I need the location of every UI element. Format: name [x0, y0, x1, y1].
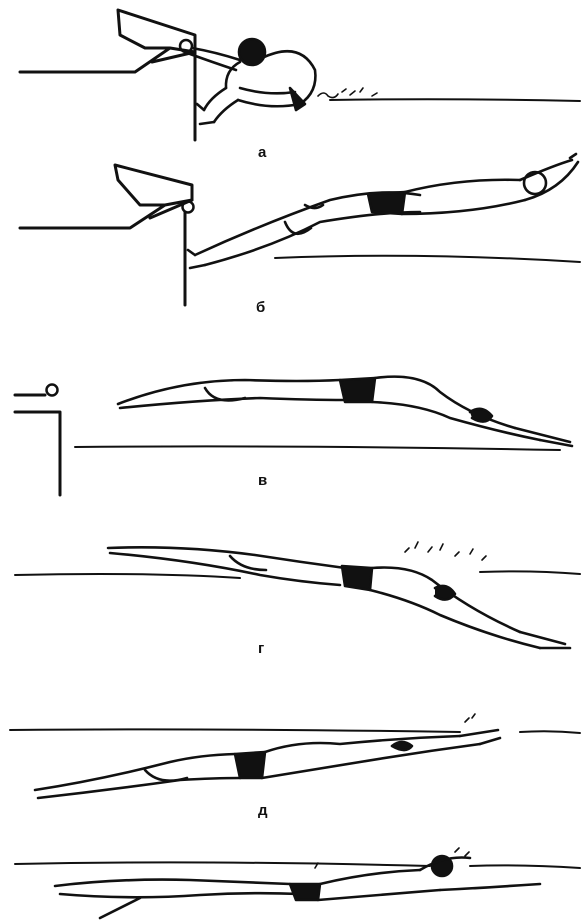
pool-wall-v [15, 395, 60, 495]
swimmer-glide-v [118, 377, 572, 446]
pool-wall-a [20, 10, 195, 140]
water-line-v [75, 446, 560, 450]
water-line-e [15, 862, 580, 868]
panel-d: д [10, 714, 580, 819]
panel-label-v: в [258, 472, 267, 489]
panel-label-g: г [258, 640, 264, 657]
swimmer-entry-g [108, 547, 570, 648]
grip-handle-v [47, 385, 58, 396]
water-line-a [330, 99, 580, 101]
swimmer-surfacing-e [55, 856, 540, 918]
swimmer-extended-b [188, 154, 578, 268]
panel-label-d: д [258, 802, 268, 819]
panel-a: а [20, 10, 580, 161]
panel-b: б [20, 154, 580, 316]
splash-g [405, 542, 486, 560]
swimmer-underwater-d [35, 730, 500, 798]
panel-label-a: а [258, 144, 267, 161]
splash-d [465, 714, 475, 722]
water-line-g [15, 571, 580, 578]
swimmer-crouched [190, 39, 315, 124]
pool-wall-b [20, 165, 192, 305]
panel-e [15, 848, 580, 918]
panel-g: г [15, 542, 580, 657]
splash-a [318, 88, 377, 98]
panel-v: в [15, 377, 572, 495]
water-line-b [275, 256, 580, 262]
panel-label-b: б [256, 299, 265, 316]
